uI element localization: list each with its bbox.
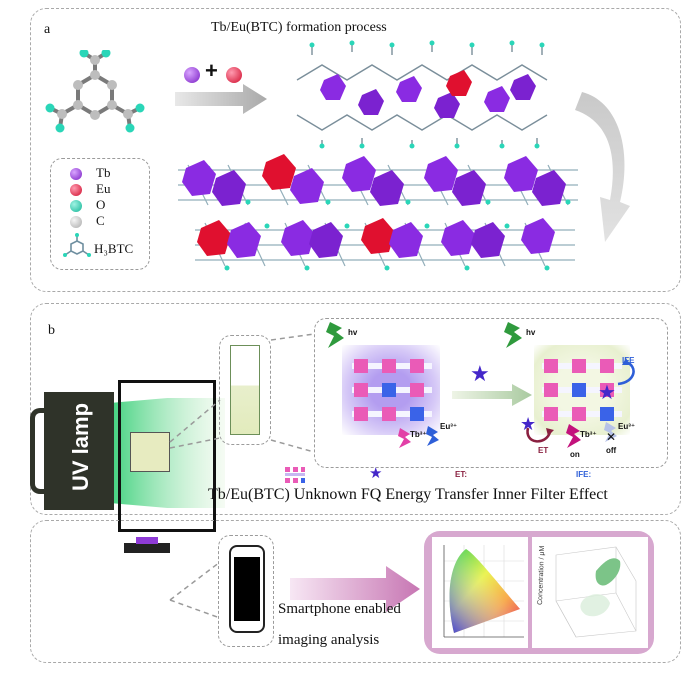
cuvette bbox=[230, 345, 260, 435]
3d-surface-plot: Concentration / μM bbox=[537, 545, 637, 638]
phone-zoom-lines bbox=[169, 561, 221, 619]
legend-tb-label: Tb bbox=[96, 165, 111, 180]
legend-box bbox=[50, 158, 150, 270]
mof-grid-right bbox=[542, 359, 622, 421]
legend-o-dot bbox=[70, 200, 82, 212]
uv-lamp-label: UV lamp bbox=[68, 402, 93, 492]
legend-c-dot bbox=[70, 216, 82, 228]
3d-axis-label: Concentration / μM bbox=[537, 545, 546, 605]
cuvette-zoom-lines bbox=[169, 333, 315, 453]
legend-c-label: C bbox=[96, 213, 105, 228]
smartphone bbox=[229, 545, 265, 633]
on-label: on bbox=[570, 450, 580, 459]
mof-framework-row-2 bbox=[195, 218, 575, 271]
mechanism-box bbox=[314, 318, 668, 468]
unknown-star: ★ bbox=[470, 362, 490, 387]
transition-arrow bbox=[452, 384, 532, 406]
uv-lamp: UV lamp bbox=[44, 392, 114, 510]
et-curve-arrow bbox=[526, 427, 554, 443]
tb-ion-right: Tb³⁺ bbox=[580, 430, 597, 439]
eu-emission-bolt bbox=[426, 426, 439, 446]
hv-right-label: hv bbox=[526, 328, 536, 337]
panel-b-label: b bbox=[48, 323, 55, 338]
et-label: ET bbox=[538, 446, 549, 455]
stand-sample bbox=[136, 537, 158, 544]
et-star: ★ bbox=[520, 414, 537, 435]
plus-sign: + bbox=[205, 58, 218, 83]
panel-b bbox=[30, 303, 681, 515]
tb-on-bolt bbox=[566, 424, 581, 448]
hv-lightning-left bbox=[326, 322, 344, 348]
tb-ion-left: Tb³⁺ bbox=[410, 430, 427, 439]
stand-plate bbox=[124, 543, 170, 553]
mof-grid-left bbox=[352, 359, 432, 421]
mof-framework-row-1 bbox=[178, 154, 578, 206]
legend-o-label: O bbox=[96, 197, 106, 212]
legend-eu-dot bbox=[70, 184, 82, 196]
legend-ife-label: IFE: bbox=[576, 470, 592, 479]
hv-lightning-right bbox=[504, 322, 522, 348]
ife-label: IFE bbox=[622, 356, 635, 365]
tb-ball bbox=[184, 67, 200, 83]
tb-emission-bolt bbox=[398, 428, 411, 448]
ife-star: ★ bbox=[598, 380, 616, 404]
cuvette-box bbox=[219, 335, 271, 445]
phone-caption-line-2: imaging analysis bbox=[278, 632, 380, 648]
panel-a-title: Tb/Eu(BTC) formation process bbox=[211, 20, 387, 35]
eu-off-bolt bbox=[604, 422, 617, 442]
panel-c bbox=[30, 520, 681, 663]
phone-caption-line-1: Smartphone enabled bbox=[278, 601, 401, 617]
eu-ion-right: Eu³⁺ bbox=[618, 422, 636, 431]
sample-square bbox=[130, 432, 170, 472]
legend-mof-icon bbox=[285, 467, 305, 483]
panel-a bbox=[30, 8, 681, 292]
curved-arrow bbox=[575, 92, 630, 242]
eu-ion-left: Eu³⁺ bbox=[440, 422, 458, 431]
panel-a-label: a bbox=[44, 22, 51, 37]
phone-box bbox=[218, 535, 274, 647]
legend-eu-label: Eu bbox=[96, 181, 111, 196]
eu-ball bbox=[226, 67, 242, 83]
smartphone-screen bbox=[234, 557, 260, 621]
legend-et-label: ET: bbox=[455, 470, 467, 479]
off-label: off bbox=[606, 446, 617, 455]
viewing-box bbox=[118, 380, 216, 532]
hv-left-label: hv bbox=[348, 328, 358, 337]
uv-lamp-handle bbox=[30, 408, 46, 494]
legend-unknown-star: ★ bbox=[369, 464, 383, 482]
ife-curve-arrow bbox=[617, 358, 635, 386]
mof-chain-structure bbox=[296, 40, 548, 149]
off-cross-icon: ✕ bbox=[606, 430, 617, 444]
btc-molecule bbox=[45, 50, 145, 133]
legend-btc-label: H₃BTC bbox=[94, 241, 134, 256]
legend-tb-dot bbox=[70, 168, 82, 180]
cie-diagram bbox=[443, 545, 524, 638]
panel-b-caption: Tb/Eu(BTC) Unknown FQ Energy Transfer In… bbox=[208, 486, 608, 503]
legend-btc-icon bbox=[63, 233, 91, 257]
3d-plot-panel bbox=[532, 537, 648, 648]
analysis-arrow bbox=[290, 566, 420, 612]
formation-arrow bbox=[175, 84, 267, 114]
